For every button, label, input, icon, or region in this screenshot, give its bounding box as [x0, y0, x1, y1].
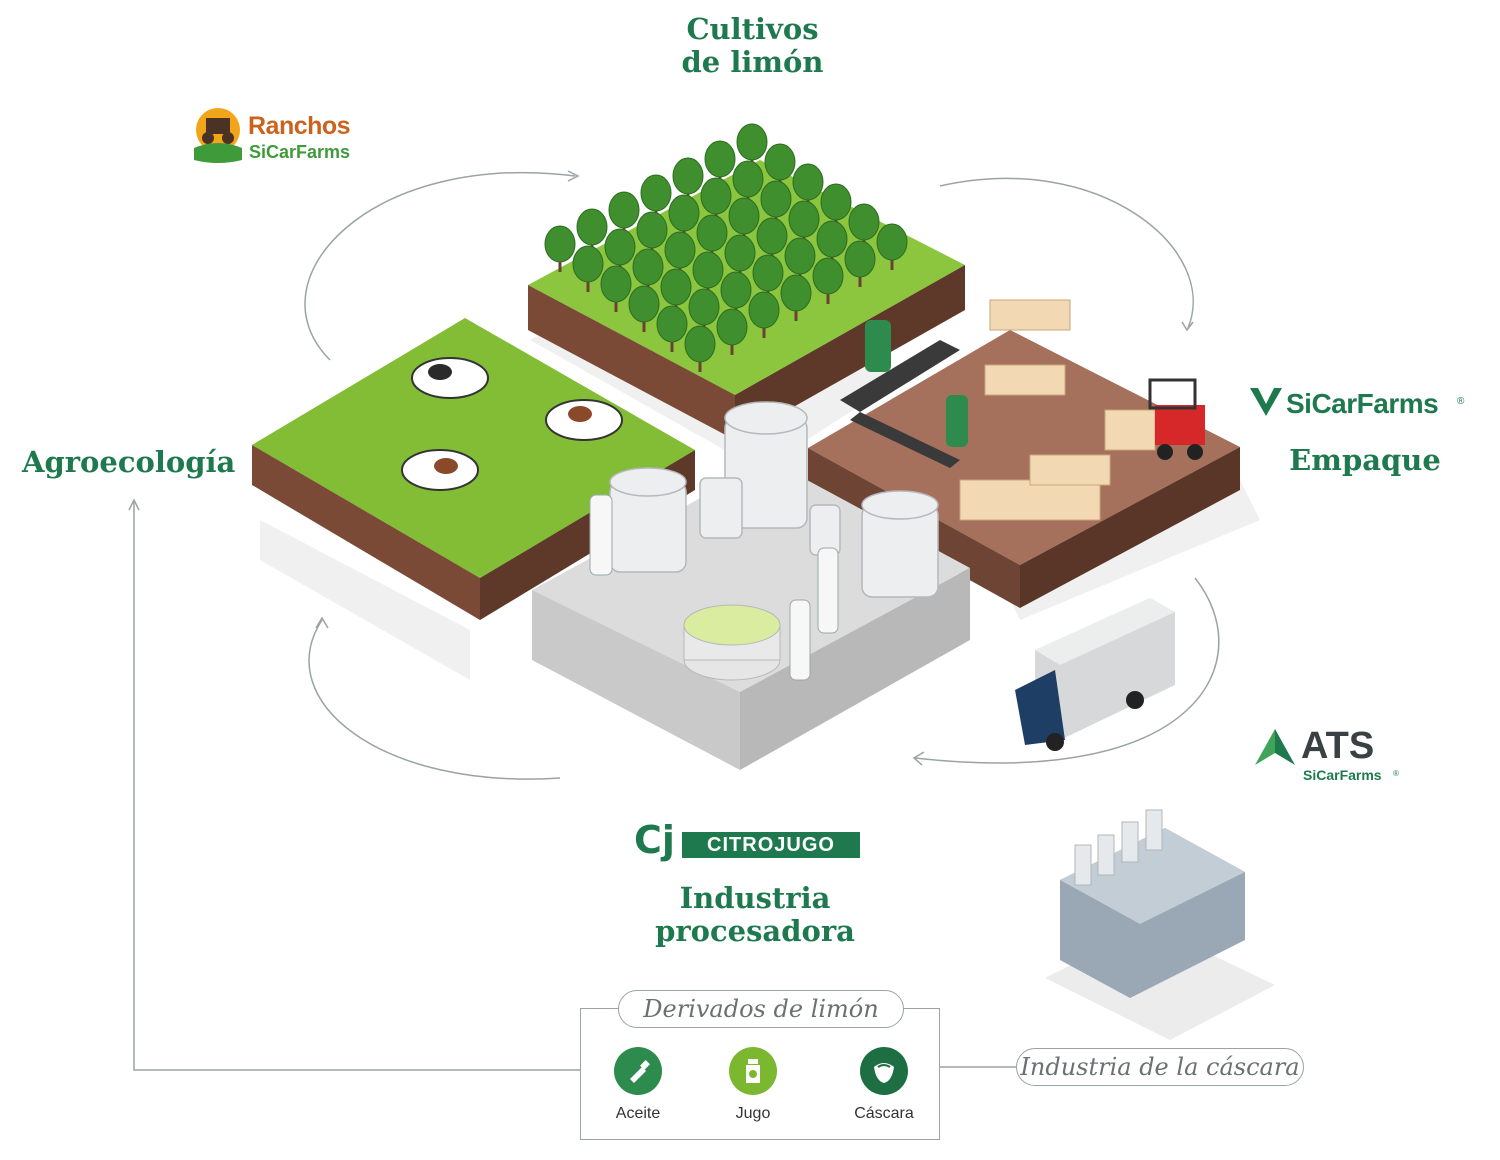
title-agroecologia: Agroecología [22, 445, 236, 479]
tree-crown [724, 234, 756, 272]
tree-crown [760, 180, 792, 218]
tree-crown [844, 240, 876, 278]
tree-crown [672, 157, 704, 195]
tree-crown [732, 160, 764, 198]
tree-crown [788, 200, 820, 238]
citrojugo-mark: Cj [634, 818, 675, 862]
tree-crown [812, 257, 844, 295]
tree-crown [572, 245, 604, 283]
tree-crown [608, 191, 640, 229]
title-cultivos: Cultivos de limón [681, 12, 824, 79]
title-empaque: Empaque [1289, 443, 1441, 477]
lemon-orchard-block [528, 123, 965, 440]
tree-crown [656, 305, 688, 343]
peel-factory [1045, 809, 1275, 1040]
registered-mark: ® [1457, 396, 1465, 407]
deriv-aceite: Aceite [593, 1047, 683, 1123]
tree-crown [692, 251, 724, 289]
tree-crown [636, 211, 668, 249]
ranchos-logo: Ranchos SiCarFarms [192, 108, 372, 168]
ats-logo: ATS SiCarFarms ® [1253, 725, 1413, 787]
tree-crown [696, 214, 728, 252]
tree-crown [684, 325, 716, 363]
tree-crown [576, 208, 608, 246]
derivados-label: Derivados de limón [618, 990, 904, 1028]
tree-crown [728, 197, 760, 235]
citrojugo-wordmark: CITROJUGO [682, 832, 860, 858]
workers [865, 320, 968, 447]
ats-logo-sub: SiCarFarms [1303, 767, 1382, 783]
tree-crown [640, 174, 672, 212]
tree-crown [784, 237, 816, 275]
conveyor-belt [840, 340, 960, 468]
tree-crown [764, 143, 796, 181]
forklift [1148, 378, 1205, 460]
tree-crown [664, 231, 696, 269]
ats-registered-mark: ® [1393, 769, 1399, 778]
tree-crown [748, 291, 780, 329]
tree-crown [756, 217, 788, 255]
tree-crown [848, 203, 880, 241]
sicarfarms-logo: SiCarFarms ® [1246, 382, 1476, 426]
tree-crown [700, 177, 732, 215]
ranchos-logo-line2: SiCarFarms [249, 142, 351, 162]
citrojugo-logo: Cj CITROJUGO [634, 818, 864, 866]
ranchos-logo-line1: Ranchos [248, 112, 351, 140]
deriv-aceite-label: Aceite [615, 1105, 661, 1122]
tree-crown [632, 248, 664, 286]
tree-crown [752, 254, 784, 292]
tree-crown [704, 140, 736, 178]
juice-vat [683, 604, 781, 681]
oil-dropper-icon [614, 1047, 662, 1095]
processing-block [532, 401, 970, 770]
truck [1015, 598, 1175, 751]
tractor-field-icon [194, 108, 242, 163]
sicarfarms-logo-text: SiCarFarms [1286, 388, 1439, 419]
tree-crown [820, 183, 852, 221]
tree-crown [876, 223, 908, 261]
tree-crown [720, 271, 752, 309]
deriv-cascara: Cáscara [839, 1047, 929, 1123]
tree-crown [668, 194, 700, 232]
deriv-cascara-label: Cáscara [854, 1105, 914, 1122]
staff [589, 494, 839, 681]
tree-crown [816, 220, 848, 258]
tree-crown [736, 123, 768, 161]
lemon-trees [544, 123, 908, 372]
leaf-shield-icon [1250, 388, 1282, 416]
deriv-jugo-label: Jugo [735, 1105, 771, 1122]
deriv-jugo: Jugo [708, 1047, 798, 1123]
tree-crown [600, 265, 632, 303]
ats-logo-text: ATS [1301, 725, 1375, 767]
title-industria: Industria procesadora [655, 881, 855, 948]
lemon-peel-icon [860, 1047, 908, 1095]
tree-crown [792, 163, 824, 201]
tree-crown [688, 288, 720, 326]
flow-arrows [128, 170, 1220, 1071]
tree-crown [660, 268, 692, 306]
tree-crown [628, 285, 660, 323]
tree-crown [544, 225, 576, 263]
packing-boxes [959, 299, 1156, 521]
tree-crown [780, 274, 812, 312]
tree-crown [716, 308, 748, 346]
ats-triangle-icon [1255, 729, 1295, 765]
juice-bottle-icon [729, 1047, 777, 1095]
cows [401, 357, 623, 491]
tanks [609, 401, 939, 598]
tree-crown [604, 228, 636, 266]
industria-cascara-label: Industria de la cáscara [1016, 1048, 1304, 1086]
